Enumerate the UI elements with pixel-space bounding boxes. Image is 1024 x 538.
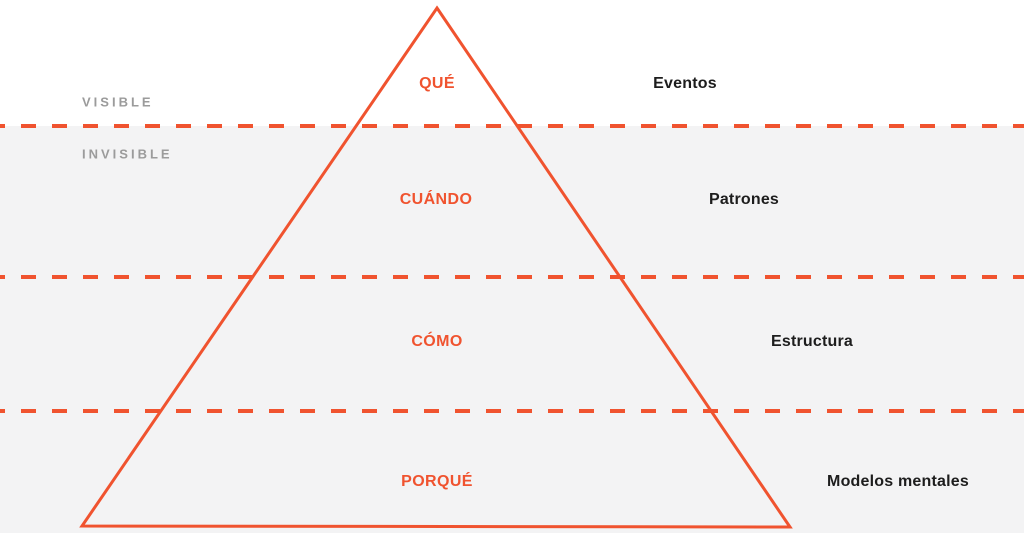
invisible-zone-label: INVISIBLE [82, 146, 173, 162]
level-4-concept-label: Modelos mentales [827, 473, 969, 490]
level-1-concept-label: Eventos [653, 75, 717, 92]
level-1-question-label: QUÉ [419, 75, 455, 92]
invisible-zone-background [0, 126, 1024, 533]
pyramid-triangle-outline [79, 5, 793, 529]
level-2-concept-label: Patrones [708, 191, 780, 208]
visible-zone-label: VISIBLE [82, 94, 154, 110]
level-4-question-label: PORQUÉ [401, 473, 473, 490]
level-2-question-label: CUÁNDO [399, 191, 473, 208]
level-3-concept-label: Estructura [770, 333, 854, 350]
level-3-question-label: CÓMO [411, 333, 463, 350]
